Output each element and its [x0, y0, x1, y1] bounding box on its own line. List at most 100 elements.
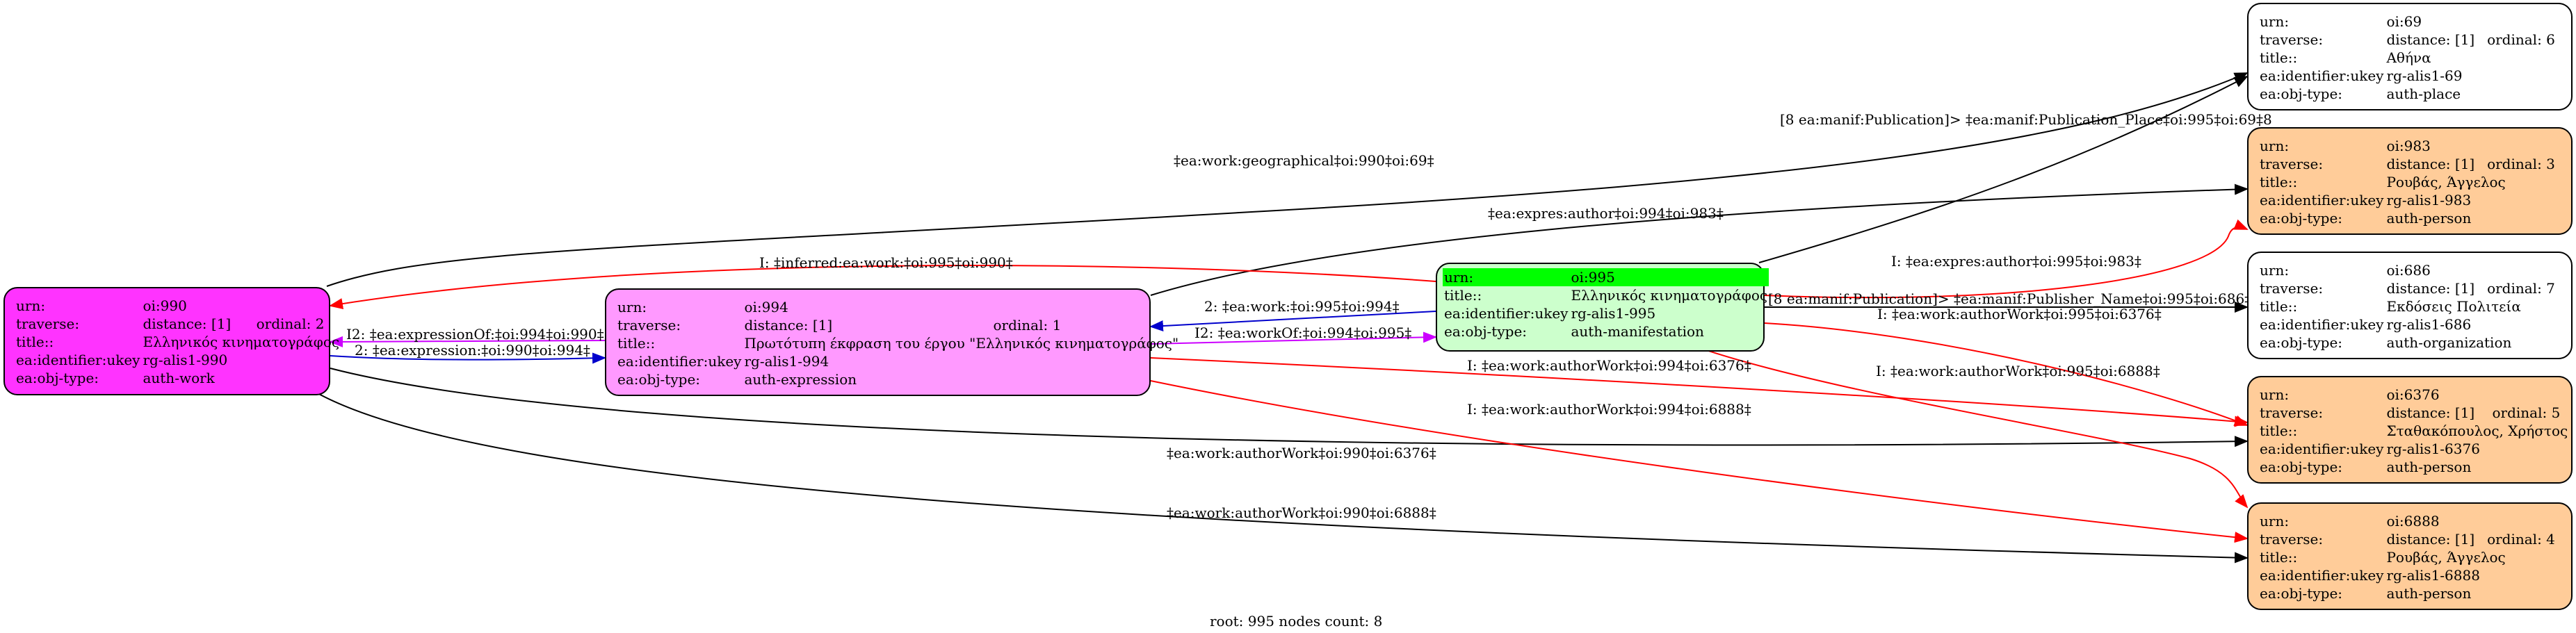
ordinal-value: ordinal: 2 — [256, 315, 325, 332]
edge-994-990 — [329, 336, 606, 347]
edge-995-983 — [1764, 219, 2249, 299]
title-value: Εκδόσεις Πολιτεία — [2386, 298, 2521, 315]
identifier-value: rg-alis1-983 — [2386, 192, 2472, 208]
title-label: title:: — [2260, 549, 2298, 566]
title-value: Πρωτότυπη έκφραση του έργου "Ελληνικός κ… — [744, 335, 1179, 352]
ordinal-value: ordinal: 7 — [2487, 280, 2555, 297]
urn-value: oi:686 — [2386, 262, 2431, 279]
objtype-value: auth-person — [2386, 210, 2472, 227]
edge-994-995 — [1150, 331, 1437, 345]
traverse-label: traverse: — [2260, 31, 2324, 48]
title-value: Ελληνικός κινηματογράφος — [1571, 287, 1768, 304]
edge-label: 2: ‡ea:expression:‡oi:990‡oi:994‡ — [355, 342, 590, 359]
urn-value: oi:995 — [1569, 268, 1769, 286]
node-686[interactable]: urn:oi:686 traverse:distance: [1]ordinal… — [2247, 252, 2573, 359]
objtype-label: ea:obj-type: — [2260, 210, 2343, 227]
edge-995-994 — [1149, 311, 1436, 332]
edge-label: I: ‡ea:work:authorWork‡oi:995‡oi:6888‡ — [1876, 363, 2160, 379]
urn-value: oi:983 — [2386, 138, 2431, 154]
edge-label: I2: ‡ea:expressionOf:‡oi:994‡oi:990‡ — [346, 326, 604, 343]
identifier-value: rg-alis1-6888 — [2386, 567, 2480, 584]
identifier-label: ea:identifier:ukey — [2260, 441, 2384, 457]
ordinal-value: ordinal: 3 — [2487, 156, 2555, 172]
title-label: title:: — [2260, 49, 2298, 66]
edge-label: ‡ea:work:geographical‡oi:990‡oi:69‡ — [1174, 152, 1434, 169]
urn-label: urn: — [16, 297, 46, 314]
node-990[interactable]: urn: oi:990 traverse: distance: [1] ordinal… — [3, 287, 339, 395]
traverse-label: traverse: — [16, 315, 80, 332]
node-983[interactable]: urn:oi:983 traverse:distance: [1]ordinal… — [2247, 127, 2573, 235]
edge-label: I: ‡ea:work:authorWork‡oi:994‡oi:6376‡ — [1467, 357, 1751, 374]
edge-label: I: ‡ea:work:authorWork‡oi:995‡oi:6376‡ — [1877, 306, 2162, 322]
distance-value: distance: [1] — [2386, 531, 2475, 548]
edge-label: I: ‡ea:expres:author‡oi:995‡oi:983‡ — [1891, 253, 2141, 270]
urn-label: urn: — [2260, 513, 2290, 529]
identifier-value: rg-alis1-990 — [143, 352, 228, 368]
title-value: Ρουβάς, Άγγελος — [2386, 174, 2506, 190]
traverse-label: traverse: — [2260, 280, 2324, 297]
identifier-label: ea:identifier:ukey — [617, 353, 742, 370]
distance-value: distance: [1] — [2386, 404, 2475, 421]
node-6888[interactable]: urn: oi:6888 traverse: distance: [1] ordina… — [2247, 502, 2573, 610]
urn-value: oi:69 — [2386, 13, 2422, 30]
traverse-label: traverse: — [2260, 156, 2324, 172]
title-value: Σταθακόπουλος, Χρήστος — [2386, 422, 2568, 439]
objtype-value: auth-expression — [744, 371, 857, 388]
urn-label: urn: — [2260, 138, 2290, 154]
identifier-label: ea:identifier:ukey — [16, 352, 140, 368]
edge-label: I: ‡inferred:ea:work:‡oi:995‡oi:990‡ — [759, 254, 1013, 271]
identifier-label: ea:identifier:ukey — [2260, 67, 2384, 84]
identifier-value: rg-alis1-6376 — [2386, 441, 2480, 457]
identifier-value: rg-alis1-69 — [2386, 67, 2463, 84]
ordinal-value: ordinal: 4 — [2487, 531, 2555, 548]
identifier-value: rg-alis1-686 — [2386, 316, 2472, 333]
edge-label: [8 ea:manif:Publication]> ‡ea:manif:Publ… — [1768, 290, 2260, 307]
node-994[interactable]: urn:oi:994 traverse:distance: [1]ordinal… — [605, 288, 1178, 396]
objtype-label: ea:obj-type: — [617, 371, 701, 388]
node-995-root[interactable]: urn:oi:995 title::Ελληνικός κινηματογράφ… — [1436, 263, 1769, 352]
title-label: title:: — [2260, 174, 2298, 190]
urn-value: oi:990 — [143, 297, 187, 314]
node-6376[interactable]: urn: oi:6376 traverse: distance: [1] ordina… — [2247, 376, 2573, 484]
urn-label: urn: — [1443, 268, 1570, 286]
traverse-label: traverse: — [2260, 404, 2324, 421]
urn-value: oi:6888 — [2386, 513, 2440, 529]
objtype-value: auth-place — [2386, 85, 2461, 102]
title-label: title:: — [617, 335, 656, 352]
objtype-label: ea:obj-type: — [1444, 323, 1528, 340]
identifier-value: rg-alis1-995 — [1571, 305, 1656, 322]
edge-label: ‡ea:expres:author‡oi:994‡oi:983‡ — [1488, 205, 1724, 222]
urn-value: oi:994 — [744, 299, 788, 315]
objtype-value: auth-work — [143, 370, 215, 386]
node-69[interactable]: urn:oi:69 traverse:distance: [1]ordinal:… — [2247, 3, 2573, 110]
edge-994-6376 — [1150, 357, 2249, 427]
traverse-label: traverse: — [617, 317, 681, 334]
edge-label: I2: ‡ea:workOf:‡oi:994‡oi:995‡ — [1194, 324, 1412, 341]
title-label: title:: — [2260, 298, 2298, 315]
objtype-value: auth-manifestation — [1571, 323, 1704, 340]
urn-label: urn: — [2260, 386, 2290, 403]
urn-value: oi:6376 — [2386, 386, 2440, 403]
urn-label: urn: — [617, 299, 647, 315]
title-value: Αθήνα — [2386, 49, 2431, 66]
edge-990-69 — [326, 72, 2249, 287]
ordinal-value: ordinal: 5 — [2492, 404, 2561, 421]
urn-label: urn: — [2260, 262, 2290, 279]
edge-995-990 — [329, 265, 1436, 309]
identifier-label: ea:identifier:ukey — [2260, 316, 2384, 333]
distance-value: distance: [1] — [143, 315, 232, 332]
title-value: Ρουβάς, Άγγελος — [2386, 549, 2506, 566]
edge-994-6888 — [1150, 380, 2249, 543]
traverse-label: traverse: — [2260, 531, 2324, 548]
objtype-label: ea:obj-type: — [16, 370, 99, 386]
ordinal-value: ordinal: 1 — [993, 317, 1062, 334]
ordinal-value: ordinal: 6 — [2487, 31, 2555, 48]
edge-990-6888 — [316, 392, 2249, 564]
objtype-value: auth-organization — [2386, 334, 2512, 351]
title-label: title:: — [2260, 422, 2298, 439]
objtype-label: ea:obj-type: — [2260, 85, 2343, 102]
urn-label: urn: — [2260, 13, 2290, 30]
edge-995-69 — [1758, 76, 2249, 263]
edge-label: [8 ea:manif:Publication]> ‡ea:manif:Publ… — [1780, 111, 2272, 128]
